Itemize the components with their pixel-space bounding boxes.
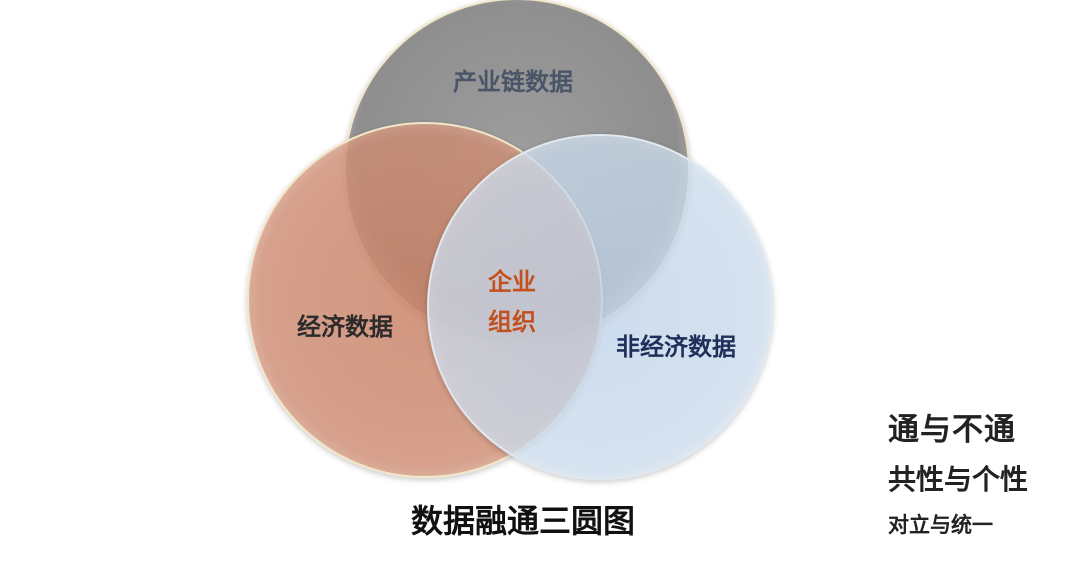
label-left: 经济数据 xyxy=(297,313,393,341)
diagram-caption: 数据融通三圆图 xyxy=(410,502,635,540)
label-center-line1: 企业 xyxy=(488,268,536,296)
label-center-line2: 组织 xyxy=(488,308,536,336)
label-top: 产业链数据 xyxy=(453,68,573,96)
note-gongxing-yu-gexing: 共性与个性 xyxy=(888,463,1029,496)
note-tong-yu-butong: 通与不通 xyxy=(888,412,1016,448)
label-right: 非经济数据 xyxy=(616,333,736,361)
note-duili-yu-tongyi: 对立与统一 xyxy=(888,513,993,537)
circle-right xyxy=(427,134,773,480)
